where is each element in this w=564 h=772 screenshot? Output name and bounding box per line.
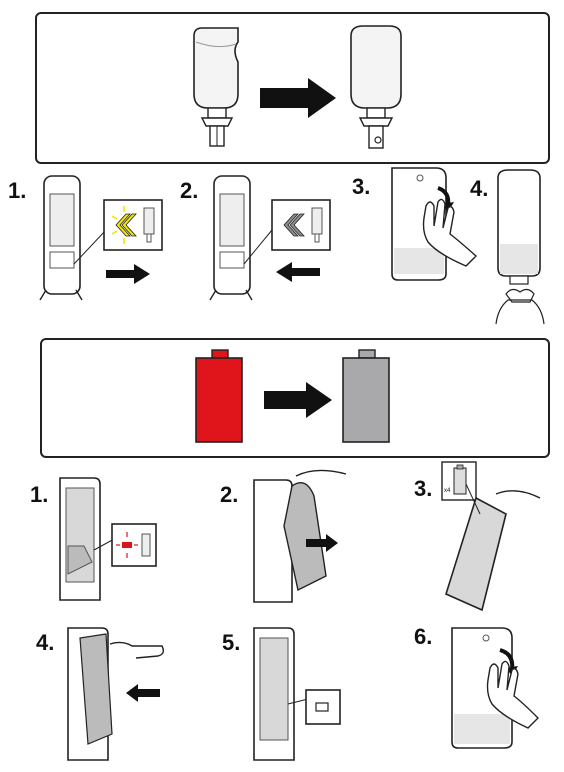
battery-step-4-label: 4.: [36, 630, 55, 655]
right-arrow-icon: [260, 78, 336, 118]
dispenser-icon: [59, 477, 117, 601]
battery-step-6-label: 6.: [414, 624, 433, 649]
right-arrow-icon: [306, 534, 338, 552]
left-arrow-icon: [276, 262, 320, 282]
hand-icon: [422, 198, 478, 267]
right-arrow-icon: [106, 264, 150, 284]
hand-icon: [486, 660, 539, 729]
right-arrow-icon: [264, 382, 332, 418]
dispenser-icon: [451, 627, 518, 749]
battery-icon: [441, 461, 477, 501]
dispenser-icon: [39, 175, 107, 301]
dispenser-icon: [253, 469, 347, 603]
led-indicator-icon: [271, 199, 331, 251]
led-indicator-icon: [305, 689, 341, 725]
refill-step-2-label: 2.: [180, 178, 199, 203]
battery-icon: [342, 349, 390, 443]
led-indicator-icon: [103, 199, 163, 251]
refill-step-1-label: 1.: [8, 178, 27, 203]
refill-step-4-label: 4.: [470, 176, 489, 201]
battery-step-5-label: 5.: [222, 630, 241, 655]
battery-step-3-label: 3.: [414, 476, 433, 501]
refill-step-3-label: 3.: [352, 174, 371, 199]
dispenser-icon: [391, 167, 454, 281]
led-indicator-icon: [111, 523, 157, 567]
dispenser-icon: [253, 627, 313, 761]
battery-step-2-label: 2.: [220, 482, 239, 507]
battery-count-label: x4: [444, 488, 451, 494]
battery-step-1-label: 1.: [30, 482, 49, 507]
refill-bottle-new-icon: [495, 169, 545, 325]
left-arrow-icon: [126, 684, 160, 702]
battery-icon: [195, 349, 243, 443]
dispenser-icon: [445, 483, 541, 612]
dispenser-icon: [67, 627, 165, 761]
refill-bottle-old-icon: [193, 27, 239, 147]
refill-bottle-new-icon: [350, 25, 402, 149]
dispenser-icon: [209, 175, 273, 301]
